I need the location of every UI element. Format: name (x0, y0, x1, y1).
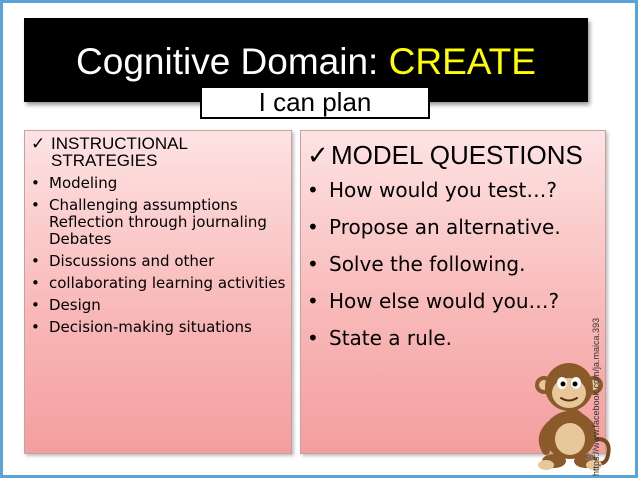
questions-list: • How would you test…? • Propose an altern… (307, 178, 603, 350)
page-number: 36 (585, 452, 597, 463)
list-item-text: collaborating learning activities (49, 274, 286, 292)
subtitle: I can plan (258, 87, 372, 117)
list-item-text: Solve the following. (329, 252, 526, 276)
monkey-icon (535, 363, 611, 470)
list-item-text: How would you test…? (329, 178, 557, 202)
bullet-icon: • (31, 174, 40, 192)
left-heading: ✓ INSTRUCTIONAL STRATEGIES (31, 135, 287, 169)
list-item: • Design (31, 297, 287, 314)
list-item: • Solve the following. (307, 252, 603, 276)
right-heading-text: MODEL QUESTIONS (331, 140, 583, 170)
list-item: • How would you test…? (307, 178, 603, 202)
checkmark-icon: ✓ (307, 140, 329, 170)
list-item: • collaborating learning activities (31, 275, 287, 292)
right-heading: ✓ MODEL QUESTIONS (307, 141, 603, 170)
bullet-icon: • (307, 215, 319, 239)
checkmark-icon: ✓ (31, 134, 46, 153)
list-item-text: Design (49, 296, 101, 314)
side-url: https://www.facebook.com/ja.maica.393 (591, 317, 601, 476)
list-item-text: Propose an alternative. (329, 215, 561, 239)
list-item: • Challenging assumptions Reflection thro… (31, 197, 287, 248)
list-item: • Decision-making situations (31, 319, 287, 336)
instructional-strategies-panel: ✓ INSTRUCTIONAL STRATEGIES • Modeling • Ch… (24, 130, 292, 454)
title-prefix: Cognitive Domain: (76, 41, 389, 82)
list-item: • Discussions and other (31, 253, 287, 270)
left-heading-text: INSTRUCTIONAL STRATEGIES (51, 134, 188, 170)
strategies-list: • Modeling • Challenging assumptions Refle… (31, 175, 287, 336)
bullet-icon: • (307, 289, 319, 313)
list-item-text: State a rule. (329, 326, 453, 350)
slide-title: Cognitive Domain: CREATE (24, 41, 588, 83)
title-accent: CREATE (388, 41, 536, 82)
list-item-text: Discussions and other (49, 252, 215, 270)
list-item-text: Decision-making situations (49, 318, 252, 336)
list-item: • Propose an alternative. (307, 215, 603, 239)
bullet-icon: • (31, 196, 40, 214)
list-item: • Modeling (31, 175, 287, 192)
subtitle-box: I can plan (200, 86, 430, 119)
bullet-icon: • (307, 326, 319, 350)
bullet-icon: • (31, 274, 40, 292)
list-item-text: Modeling (49, 174, 118, 192)
bullet-icon: • (307, 252, 319, 276)
bullet-icon: • (31, 252, 40, 270)
list-item-text: How else would you…? (329, 289, 560, 313)
list-item: • State a rule. (307, 326, 603, 350)
bullet-icon: • (31, 318, 40, 336)
list-item: • How else would you…? (307, 289, 603, 313)
list-item-text: Challenging assumptions Reflection throu… (49, 196, 267, 248)
bullet-icon: • (307, 178, 319, 202)
bullet-icon: • (31, 296, 40, 314)
